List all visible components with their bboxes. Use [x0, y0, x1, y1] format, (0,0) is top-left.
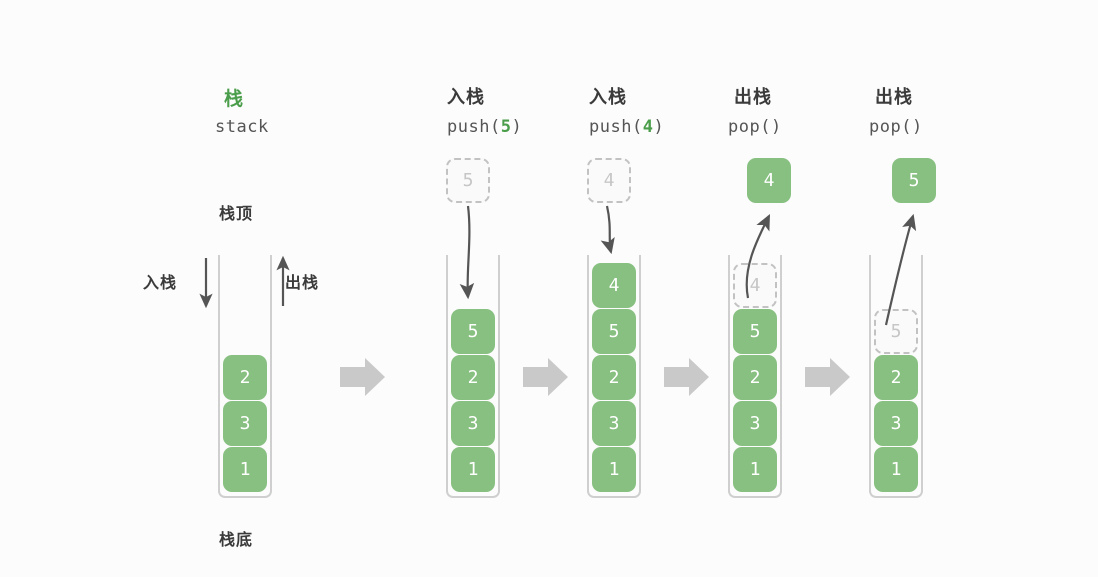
- code-suffix: ): [911, 117, 923, 137]
- code-prefix: push(: [589, 117, 643, 137]
- stack-container-push-4: [587, 255, 641, 498]
- vacated-ghost-cell: 5: [874, 309, 918, 354]
- panel-heading-code-push-5: push(5): [447, 117, 522, 137]
- label-push-side: 入栈: [143, 275, 178, 292]
- stack-cell: 3: [592, 401, 636, 446]
- flow-arrow-1: [340, 358, 385, 396]
- stack-cell: 1: [592, 447, 636, 492]
- stack-cell: 5: [592, 309, 636, 354]
- code-value: 5: [500, 117, 512, 137]
- code-value: 4: [642, 117, 654, 137]
- stack-container-push-5: [446, 255, 500, 498]
- stack-cell: 3: [223, 401, 267, 446]
- stack-cell: 4: [592, 263, 636, 308]
- flow-arrow-2: [523, 358, 568, 396]
- stack-cell: 1: [451, 447, 495, 492]
- label-stack-bottom: 栈底: [219, 532, 254, 549]
- stack-cell: 3: [874, 401, 918, 446]
- floating-ghost-cell: 4: [587, 158, 631, 203]
- push-4-motion-arrow: [600, 205, 615, 255]
- panel-heading-code-push-4: push(4): [589, 117, 664, 137]
- diagram-title-cn: 栈: [224, 89, 245, 110]
- stack-cell: 2: [733, 355, 777, 400]
- panel-heading-cn-pop-5: 出栈: [875, 87, 913, 107]
- stack-container-pop-5: [869, 255, 923, 498]
- diagram-title-en: stack: [215, 117, 269, 137]
- stack-cell: 3: [451, 401, 495, 446]
- stack-container-pop-4: [728, 255, 782, 498]
- code-suffix: ): [653, 117, 665, 137]
- stack-cell: 1: [874, 447, 918, 492]
- floating-ghost-cell: 5: [446, 158, 490, 203]
- floating-popped-cell: 4: [747, 158, 791, 203]
- code-prefix: push(: [447, 117, 501, 137]
- label-stack-top: 栈顶: [219, 206, 254, 223]
- panel-heading-code-pop-4: pop(): [728, 117, 782, 137]
- floating-popped-cell: 5: [892, 158, 936, 203]
- code-suffix: ): [511, 117, 523, 137]
- panel-heading-cn-pop-4: 出栈: [734, 87, 772, 107]
- stack-cell: 1: [733, 447, 777, 492]
- stack-cell: 2: [874, 355, 918, 400]
- stack-cell: 1: [223, 447, 267, 492]
- stack-cell: 5: [451, 309, 495, 354]
- stack-container-initial: [218, 255, 272, 498]
- panel-heading-cn-push-5: 入栈: [447, 87, 485, 107]
- code-suffix: ): [770, 117, 782, 137]
- flow-arrow-3: [664, 358, 709, 396]
- code-prefix: pop(: [728, 117, 771, 137]
- panel-heading-code-pop-5: pop(): [869, 117, 923, 137]
- stack-cell: 2: [223, 355, 267, 400]
- stack-cell: 2: [592, 355, 636, 400]
- stack-cell: 2: [451, 355, 495, 400]
- stack-cell: 3: [733, 401, 777, 446]
- code-prefix: pop(: [869, 117, 912, 137]
- panel-heading-cn-push-4: 入栈: [589, 87, 627, 107]
- stack-cell: 5: [733, 309, 777, 354]
- flow-arrow-4: [805, 358, 850, 396]
- label-pop-side: 出栈: [285, 275, 320, 292]
- vacated-ghost-cell: 4: [733, 263, 777, 308]
